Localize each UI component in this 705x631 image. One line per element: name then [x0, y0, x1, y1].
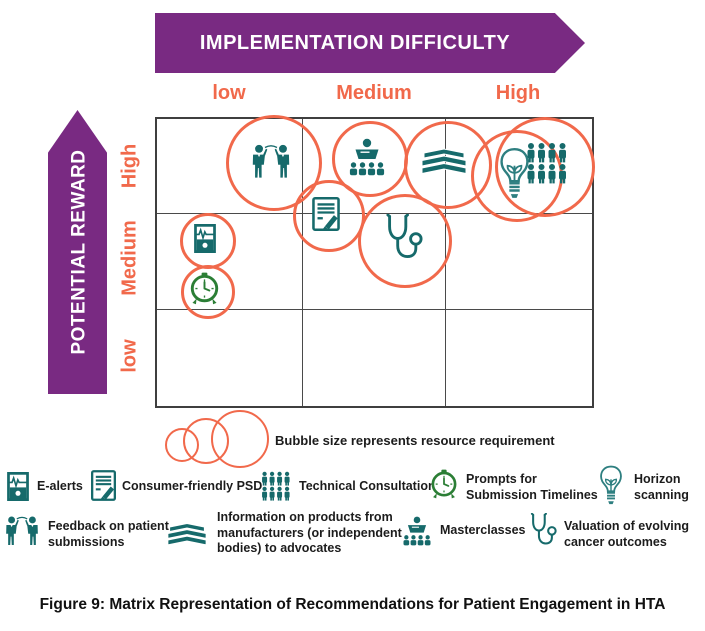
feedback-icon: [248, 143, 294, 180]
key-circle-large: [211, 410, 269, 468]
legend-label-masterclasses: Masterclasses: [440, 523, 526, 537]
bubble-technical-consultation: [495, 117, 595, 217]
consumer-psd-icon: [312, 197, 340, 231]
potential-reward-arrow: POTENTIAL REWARD: [48, 110, 107, 394]
bubble-feedback: [226, 115, 322, 211]
technical-consultation-icon: [261, 470, 291, 502]
legend-label-feedback: Feedback on patient submissions: [48, 519, 169, 549]
info-products-icon: [420, 146, 468, 176]
legend-label-horizon-scanning: Horizon scanning: [634, 472, 689, 502]
implementation-difficulty-arrow: IMPLEMENTATION DIFFICULTY: [155, 13, 585, 73]
figure-caption: Figure 9: Matrix Representation of Recom…: [39, 596, 666, 613]
bubble-cancer-outcomes: [358, 194, 452, 288]
info-products-icon: [166, 521, 208, 547]
y-label-low: low: [118, 339, 141, 373]
x-axis-title: IMPLEMENTATION DIFFICULTY: [199, 31, 511, 54]
cell-low-low: [157, 310, 303, 406]
legend-label-cancer-outcomes: Valuation of evolving cancer outcomes: [564, 519, 690, 549]
x-label-high: High: [495, 82, 541, 104]
feedback-icon: [2, 515, 42, 547]
e-alerts-icon: [194, 224, 216, 253]
x-label-medium: Medium: [336, 82, 412, 104]
legend-label-submission-timelines: Prompts for Submission Timelines: [466, 472, 598, 502]
cancer-outcomes-icon: [527, 513, 557, 546]
cancer-outcomes-icon: [381, 214, 423, 260]
cell-low-high: [446, 310, 592, 406]
y-axis-title: POTENTIAL REWARD: [68, 149, 90, 355]
cell-medium-low: [157, 214, 303, 310]
masterclasses-icon: [401, 516, 433, 546]
y-label-medium: Medium: [118, 220, 141, 296]
submission-timelines-icon: [429, 469, 459, 501]
masterclasses-icon: [347, 138, 387, 176]
horizon-scanning-icon: [599, 465, 623, 508]
cell-low-medium: [303, 310, 446, 406]
bubble-submission-timelines: [181, 265, 235, 319]
legend-label-info-products: Information on products from manufacture…: [217, 510, 402, 556]
cell-medium-high: [446, 214, 592, 310]
bubble-size-key-text: Bubble size represents resource requirem…: [275, 433, 555, 448]
x-label-low: low: [212, 82, 246, 104]
y-label-high: High: [118, 143, 141, 189]
technical-consultation-icon: [526, 142, 568, 184]
submission-timelines-icon: [188, 272, 221, 307]
legend-label-technical-consultation: Technical Consultation: [299, 479, 436, 493]
legend-label-consumer-psd: Consumer-friendly PSD: [122, 479, 263, 493]
legend-label-e-alerts: E-alerts: [37, 479, 83, 493]
e-alerts-icon: [7, 472, 29, 501]
bubble-consumer-psd: [293, 180, 365, 252]
consumer-psd-icon: [91, 470, 116, 501]
